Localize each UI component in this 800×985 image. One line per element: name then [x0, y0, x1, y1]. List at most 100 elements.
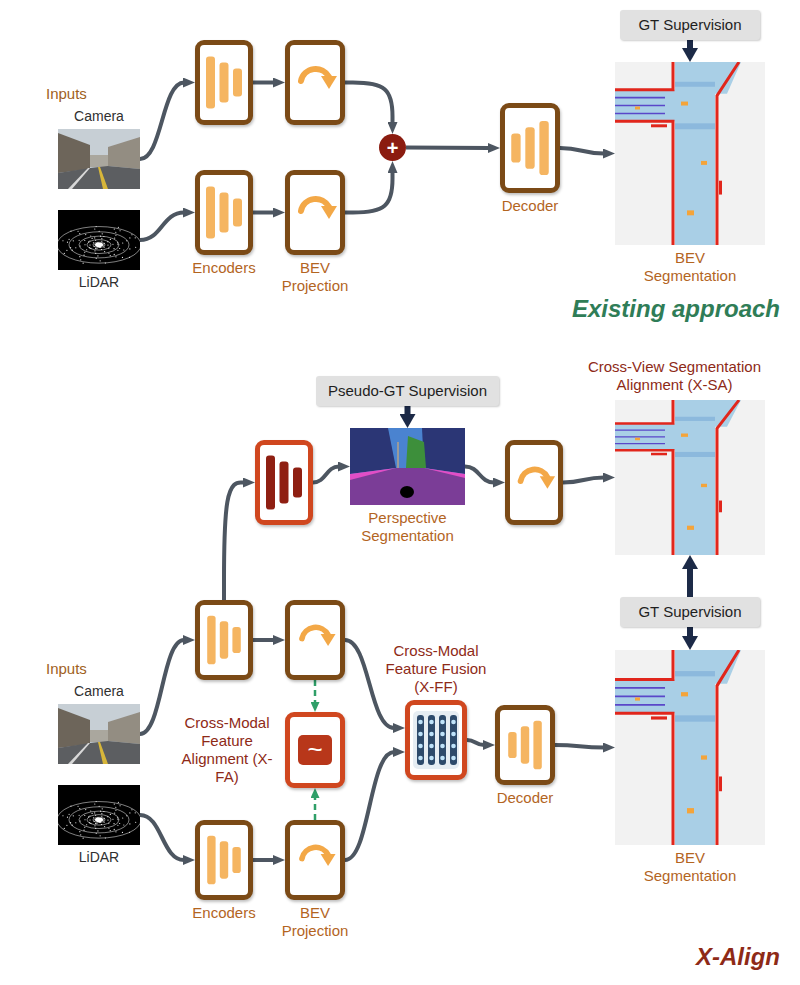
network-icon-part [413, 711, 459, 769]
point-cloud-part [90, 810, 91, 811]
point-cloud-part [104, 826, 105, 827]
point-cloud-part [83, 255, 84, 256]
network-icon-part [450, 715, 457, 765]
network-icon-part [451, 756, 456, 761]
point-cloud-part [101, 249, 102, 250]
point-cloud-part [94, 237, 95, 238]
network-icon-part [451, 744, 456, 749]
point-cloud-part [96, 258, 97, 259]
point-cloud-part [64, 828, 65, 829]
flow-arrow [465, 467, 494, 483]
alignment-panel: Pseudo-GT SupervisionPerspective Segment… [180, 352, 792, 565]
node-label: Decoder [490, 197, 570, 215]
bev-map-part [635, 697, 640, 700]
bev-map-part [651, 453, 667, 456]
point-cloud-part [70, 805, 71, 806]
point-cloud-part [86, 824, 87, 825]
node-label: LiDAR [79, 274, 119, 291]
network-icon-part [440, 744, 445, 749]
segmentation-view [350, 428, 465, 505]
point-cloud-part [80, 259, 81, 260]
bev-segmentation-map: BEV Segmentation [615, 62, 765, 245]
point-cloud-part [131, 809, 132, 810]
network-icon-part [429, 732, 434, 737]
node-label: GT Supervision [638, 603, 741, 621]
point-cloud-part [79, 233, 80, 234]
layer-bars-icon [200, 825, 248, 895]
point-cloud-part [104, 247, 105, 248]
layer-bars-icon [500, 710, 550, 780]
point-cloud-part [100, 811, 101, 812]
point-cloud-part [64, 253, 65, 254]
point-cloud-part [122, 257, 123, 258]
node-label: Cross-Modal Feature Fusion (X-FF) [381, 642, 491, 696]
bev-map-part [675, 715, 715, 721]
panel: CameraLiDARInputsEncodersBEV Projection+… [6, 5, 794, 332]
bev-map-part [615, 680, 675, 714]
point-cloud-part [95, 248, 96, 249]
panel-outline-part [40, 82, 151, 299]
bev-map-part [635, 107, 640, 110]
input-group: CameraLiDARInputs [38, 655, 152, 895]
segmentation-view-part [400, 486, 414, 498]
bev-map [615, 62, 765, 245]
node-label: Encoders [179, 904, 269, 922]
flow-arrow [560, 148, 604, 154]
flow-arrow [253, 638, 274, 642]
bev-projection-block: BEV Projection [285, 170, 345, 255]
point-cloud-part [118, 227, 119, 228]
point-cloud-part [62, 240, 63, 241]
encoder-block [195, 40, 253, 125]
point-cloud-part [89, 247, 90, 248]
point-cloud-part [84, 815, 85, 816]
layer-bars-icon-part [511, 133, 520, 162]
projection-icon-part [540, 476, 555, 488]
input-group: CameraLiDARInputs [38, 80, 152, 300]
street-photo [58, 129, 140, 189]
point-cloud-part [88, 241, 89, 242]
point-cloud-part [58, 210, 140, 270]
network-icon-part [429, 720, 434, 725]
bev-map-part [687, 526, 694, 530]
node-label: Cross-Modal Feature Alignment (X-FA) [177, 714, 277, 786]
point-cloud-part [83, 838, 84, 839]
point-cloud-part [103, 811, 104, 812]
point-cloud-part [58, 227, 140, 264]
projection-icon-part [321, 854, 336, 866]
network-icon [410, 705, 462, 775]
bev-map-part [615, 400, 765, 555]
bev-map-part [719, 181, 722, 195]
point-cloud-part [70, 822, 71, 823]
node-label: Inputs [46, 660, 87, 678]
point-cloud-part [69, 232, 129, 258]
point-cloud-part [96, 823, 97, 824]
point-cloud-part [91, 813, 92, 814]
segmentation-view-part [350, 428, 465, 505]
layer-bars-icon-part [232, 627, 240, 653]
point-cloud-part [79, 808, 80, 809]
segmentation-encoder [255, 440, 313, 525]
bev-map-part [651, 124, 667, 127]
bev-map-part [615, 650, 765, 845]
point-cloud-part [117, 819, 118, 820]
network-icon-part [417, 715, 424, 765]
street-photo-part [58, 129, 140, 189]
point-cloud-part [119, 230, 120, 231]
node-label: X-Align [696, 943, 780, 972]
point-cloud-part [101, 241, 102, 242]
point-cloud-part [129, 237, 130, 238]
point-cloud-part [110, 830, 111, 831]
segmentation-view-part [424, 468, 465, 478]
point-cloud-part [79, 831, 80, 832]
projection-icon-part [321, 634, 336, 646]
network-icon-part [440, 732, 445, 737]
camera-image: Camera [58, 129, 140, 189]
panel-outline-part [8, 344, 793, 979]
point-cloud-part [114, 254, 115, 255]
point-cloud-part [97, 830, 98, 831]
point-cloud-part [79, 256, 80, 257]
lidar-image: LiDAR [58, 785, 140, 845]
bev-map-part [675, 62, 715, 245]
node-label: GT Supervision [638, 16, 741, 34]
layer-bars-icon [260, 445, 308, 520]
